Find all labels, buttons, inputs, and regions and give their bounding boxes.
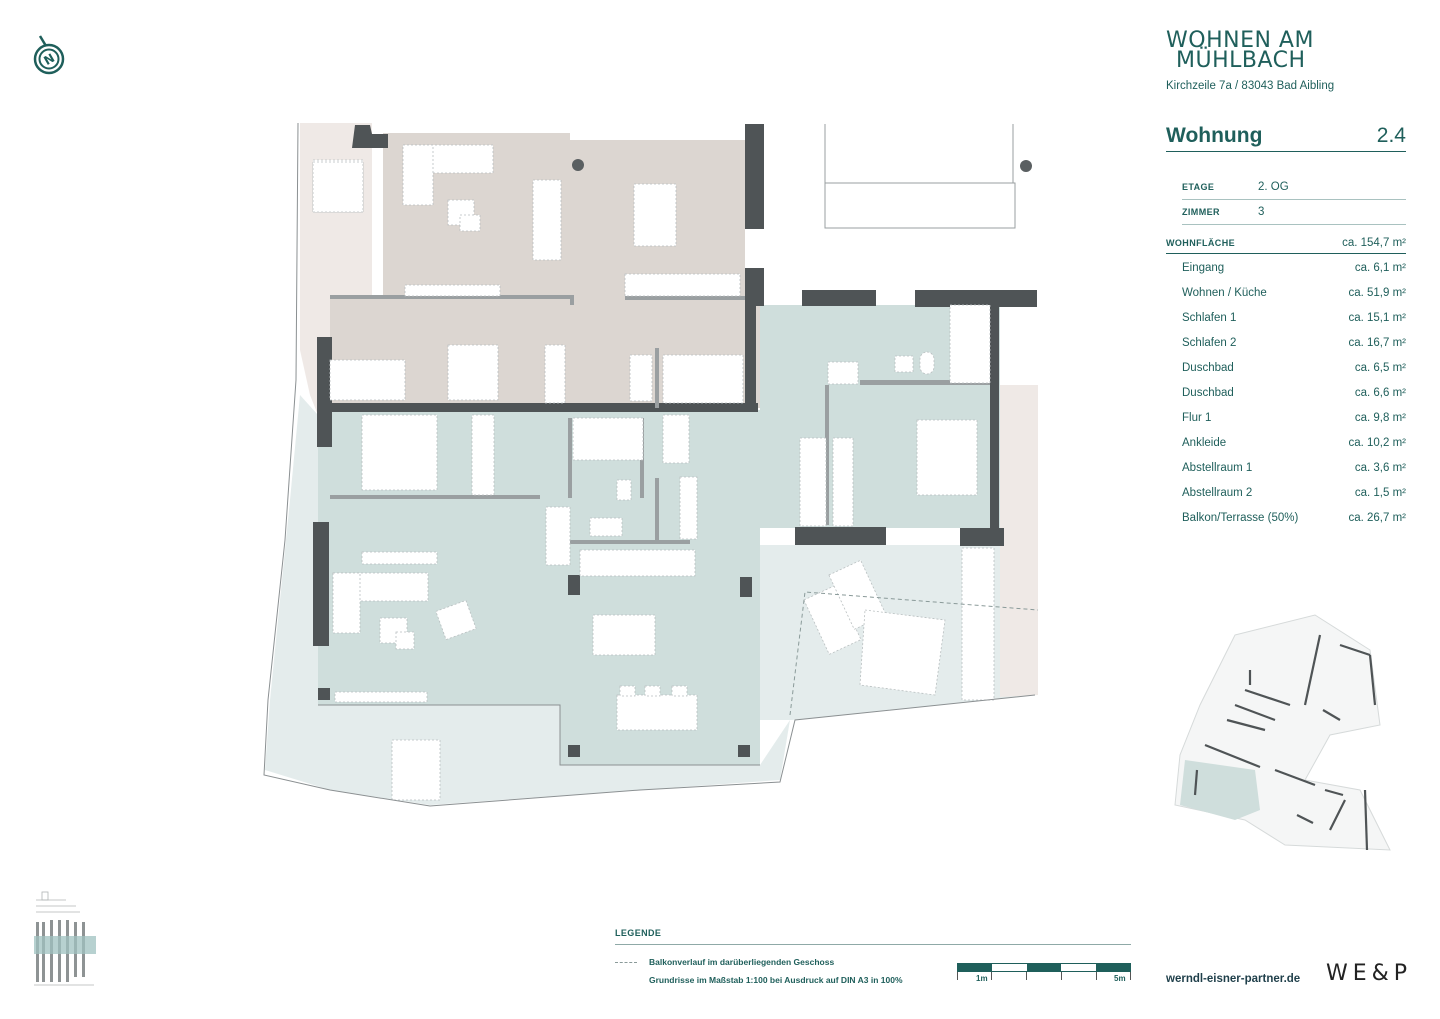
room-name: Duschbad	[1182, 386, 1234, 399]
stair	[824, 124, 1016, 229]
room-area-list: Eingang ca. 6,1 m² Wohnen / Küche ca. 51,9…	[1182, 255, 1406, 530]
meta-value: 2. OG	[1258, 181, 1289, 193]
scale-end-label: 5m	[1114, 974, 1126, 983]
meta-key: ZIMMER	[1182, 207, 1220, 217]
room-area: ca. 16,7 m²	[1348, 336, 1406, 349]
room-area: ca. 26,7 m²	[1348, 511, 1406, 524]
facade-lines	[263, 122, 1036, 807]
legend-heading: LEGENDE	[615, 928, 1131, 945]
brand-line-1: WOHNEN AM	[1166, 28, 1314, 53]
list-item: Schlafen 1 ca. 15,1 m²	[1182, 305, 1406, 330]
list-item: Wohnen / Küche ca. 51,9 m²	[1182, 280, 1406, 305]
room-area: ca. 1,5 m²	[1354, 486, 1406, 499]
list-item: Abstellraum 1 ca. 3,6 m²	[1182, 455, 1406, 480]
room-name: Eingang	[1182, 261, 1225, 274]
list-item: Schlafen 2 ca. 16,7 m²	[1182, 330, 1406, 355]
architect-logo: WE&P	[1326, 961, 1413, 986]
list-item: Eingang ca. 6,1 m²	[1182, 255, 1406, 280]
room-name: Duschbad	[1182, 361, 1234, 374]
key-plan	[1174, 614, 1391, 851]
room-area: ca. 10,2 m²	[1348, 436, 1406, 449]
room-area: ca. 51,9 m²	[1348, 286, 1406, 299]
list-item: Flur 1 ca. 9,8 m²	[1182, 405, 1406, 430]
project-brand: WOHNEN AM MÜHLBACH Kirchzeile 7a / 83043…	[1166, 28, 1406, 93]
list-item: Duschbad ca. 6,5 m²	[1182, 355, 1406, 380]
total-living-area: WOHNFLÄCHE ca. 154,7 m²	[1166, 233, 1406, 254]
list-item: Ankleide ca. 10,2 m²	[1182, 430, 1406, 455]
project-address: Kirchzeile 7a / 83043 Bad Aibling	[1166, 80, 1335, 92]
room-name: Schlafen 2	[1182, 336, 1237, 349]
legend-item-dashed: Balkonverlauf im darüberliegenden Gescho…	[615, 957, 1131, 967]
meta-value: 3	[1258, 206, 1265, 218]
meta-row-rooms: ZIMMER 3	[1182, 200, 1406, 225]
unit-number: 2.4	[1376, 124, 1406, 147]
room-area: ca. 6,1 m²	[1354, 261, 1406, 274]
north-compass-icon: N	[33, 35, 65, 75]
room-name: Balkon/Terrasse (50%)	[1182, 511, 1299, 524]
total-value: ca. 154,7 m²	[1342, 237, 1406, 249]
building-elevation-thumbnail	[34, 891, 96, 986]
list-item: Balkon/Terrasse (50%) ca. 26,7 m²	[1182, 505, 1406, 530]
furniture	[312, 144, 995, 801]
room-area: ca. 9,8 m²	[1354, 411, 1406, 424]
total-label: WOHNFLÄCHE	[1166, 238, 1235, 248]
room-name: Wohnen / Küche	[1182, 286, 1267, 299]
unit-header: Wohnung 2.4	[1166, 121, 1406, 152]
room-name: Flur 1	[1182, 411, 1212, 424]
list-item: Abstellraum 2 ca. 1,5 m²	[1182, 480, 1406, 505]
room-name: Abstellraum 2	[1182, 486, 1253, 499]
scale-bar: 1m 5m	[957, 963, 1131, 985]
dashed-line-icon	[615, 961, 637, 963]
legend-item-scale-note: Grundrisse im Maßstab 1:100 bei Ausdruck…	[649, 975, 903, 985]
walls	[313, 124, 1037, 757]
room-area: ca. 15,1 m²	[1348, 311, 1406, 324]
architect-website-link[interactable]: werndl-eisner-partner.de	[1166, 973, 1301, 985]
unit-title: Wohnung	[1166, 124, 1263, 147]
room-name: Ankleide	[1182, 436, 1227, 449]
list-item: Duschbad ca. 6,6 m²	[1182, 380, 1406, 405]
room-area: ca. 6,6 m²	[1354, 386, 1406, 399]
room-area: ca. 6,5 m²	[1354, 361, 1406, 374]
brand-line-2: MÜHLBACH	[1176, 48, 1306, 73]
room-area: ca. 3,6 m²	[1354, 461, 1406, 474]
legend-label: Balkonverlauf im darüberliegenden Gescho…	[649, 957, 835, 967]
room-name: Abstellraum 1	[1182, 461, 1253, 474]
column-dots	[572, 159, 1032, 172]
scale-start-label: 1m	[976, 974, 988, 983]
room-name: Schlafen 1	[1182, 311, 1237, 324]
meta-key: ETAGE	[1182, 182, 1215, 192]
legend: LEGENDE Balkonverlauf im darüberliegende…	[615, 928, 1131, 985]
floor-plan	[263, 122, 1039, 807]
meta-row-floor: ETAGE 2. OG	[1182, 175, 1406, 200]
